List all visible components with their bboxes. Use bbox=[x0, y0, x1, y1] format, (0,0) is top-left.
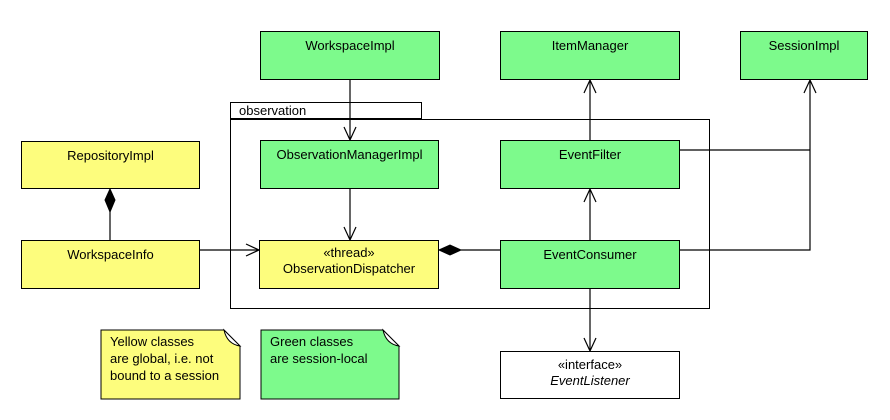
class-label: RepositoryImpl bbox=[67, 148, 154, 163]
note-fold-icon bbox=[223, 328, 242, 347]
class-label: WorkspaceImpl bbox=[305, 38, 395, 53]
class-label: ObservationDispatcher bbox=[282, 261, 416, 276]
note-fold-icon bbox=[382, 328, 401, 347]
class-label: EventFilter bbox=[558, 147, 622, 162]
note-line: are session-local bbox=[270, 351, 368, 366]
association-eventfilter-to-itemmanager bbox=[583, 78, 597, 140]
note-global-classes: Yellow classes are global, i.e. not boun… bbox=[110, 333, 235, 384]
class-eventconsumer: EventConsumer bbox=[500, 240, 680, 289]
association-eventconsumer-to-eventlistener bbox=[583, 289, 597, 353]
association-observationmanagerimpl-to-observationdispatcher bbox=[343, 189, 357, 242]
class-itemmanager: ItemManager bbox=[500, 31, 680, 80]
interface-label: EventListener bbox=[550, 373, 630, 388]
package-observation-tab: observation bbox=[230, 102, 422, 119]
association-workspaceinfo-to-observationdispatcher bbox=[200, 243, 261, 257]
arrowhead-up-icon bbox=[803, 78, 817, 94]
arrowhead-up-icon bbox=[583, 78, 597, 94]
arrowhead-up-icon bbox=[583, 187, 597, 203]
class-label: EventConsumer bbox=[543, 247, 637, 262]
note-session-local-classes: Green classes are session-local bbox=[270, 333, 395, 367]
composition-diamond-icon bbox=[437, 244, 463, 256]
class-observationdispatcher: «thread» ObservationDispatcher bbox=[259, 240, 439, 289]
class-eventfilter: EventFilter bbox=[500, 140, 680, 189]
class-observationmanagerimpl: ObservationManagerImpl bbox=[260, 140, 439, 189]
composition-diamond-icon bbox=[104, 187, 116, 214]
note-shape-session bbox=[260, 328, 401, 400]
composition-observationdispatcher-eventconsumer bbox=[437, 244, 500, 256]
class-label: ItemManager bbox=[551, 38, 629, 53]
note-line: bound to a session bbox=[110, 368, 220, 383]
note-line: Yellow classes bbox=[110, 334, 195, 349]
interface-eventlistener: «interface» EventListener bbox=[500, 351, 680, 399]
stereotype-label: «thread» bbox=[323, 245, 375, 260]
note-line: are global, i.e. not bbox=[110, 351, 214, 366]
class-label: WorkspaceInfo bbox=[67, 247, 154, 262]
class-workspaceimpl: WorkspaceImpl bbox=[260, 31, 440, 80]
note-shape-global bbox=[100, 328, 242, 400]
package-observation-body bbox=[230, 119, 710, 309]
association-eventconsumer-to-sessionimpl bbox=[680, 78, 817, 251]
stereotype-label: «interface» bbox=[557, 357, 623, 372]
note-line: Green classes bbox=[270, 334, 354, 349]
class-repositoryimpl: RepositoryImpl bbox=[21, 141, 200, 189]
package-observation-label: observation bbox=[239, 103, 307, 118]
class-label: ObservationManagerImpl bbox=[276, 147, 423, 162]
class-label: SessionImpl bbox=[768, 38, 840, 53]
composition-repositoryimpl-workspaceinfo bbox=[104, 187, 116, 240]
association-workspaceimpl-to-observationmanagerimpl bbox=[343, 80, 357, 142]
association-eventconsumer-to-eventfilter bbox=[583, 187, 597, 240]
class-workspaceinfo: WorkspaceInfo bbox=[21, 240, 200, 289]
class-sessionimpl: SessionImpl bbox=[740, 31, 868, 80]
